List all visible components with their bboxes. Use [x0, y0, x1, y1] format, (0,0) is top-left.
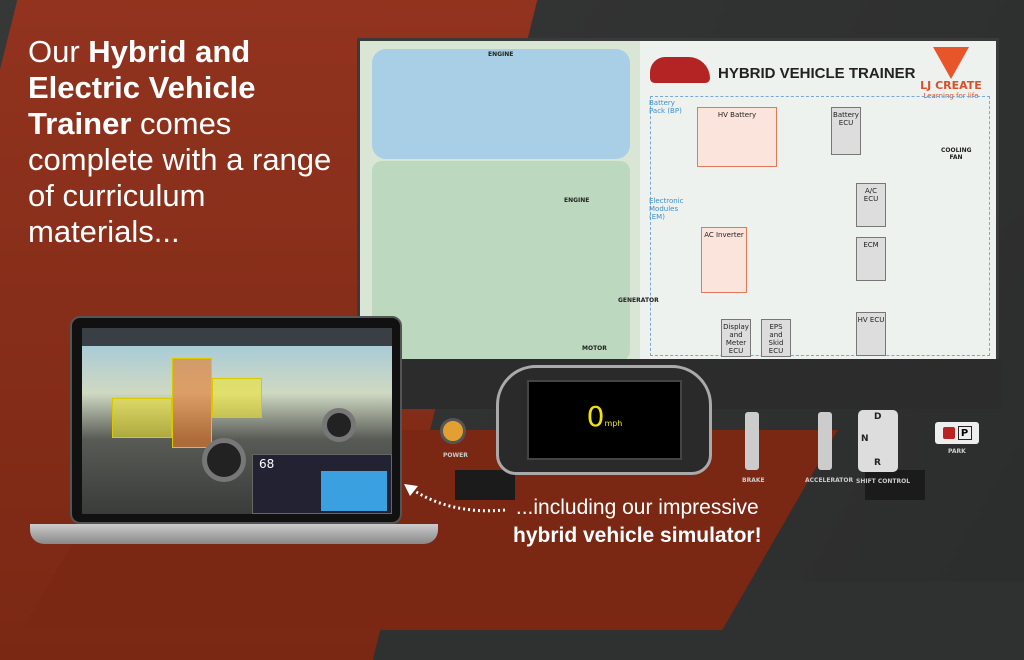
block-display-meter-ecu: Display and Meter ECU	[721, 319, 751, 357]
generator-label: GENERATOR	[618, 297, 659, 304]
park-key: P	[957, 426, 972, 440]
brake-label: BRAKE	[742, 477, 765, 484]
shift-label: SHIFT CONTROL	[856, 478, 911, 485]
engine-label: ENGINE	[488, 51, 514, 58]
battery-pack-label: Battery Pack (BP)	[649, 99, 682, 115]
gear-r: R	[874, 458, 881, 468]
dashboard-display: 0mph	[496, 365, 712, 475]
drivetrain-panel	[360, 41, 640, 409]
vehicle-layout	[372, 49, 630, 159]
laptop: 68	[70, 316, 402, 524]
motor-label: MOTOR	[582, 345, 607, 352]
highlight-block	[172, 358, 212, 448]
sim-speed: 68	[259, 457, 275, 471]
block-ecm: ECM	[856, 237, 886, 281]
lj-create-logo: LJ CREATE Learning for life	[916, 47, 986, 100]
laptop-base	[30, 524, 438, 544]
park-indicator	[942, 427, 955, 439]
logo-brand: LJ CREATE	[920, 79, 982, 92]
planetary-gear-layout	[372, 161, 630, 361]
simulator-dashboard: 68	[252, 454, 392, 514]
curved-arrow-icon	[404, 484, 506, 513]
highlight-block	[212, 378, 262, 418]
simulator-toolbar	[82, 328, 392, 346]
speed-readout: 0mph	[586, 400, 623, 433]
shift-lever[interactable]: D N R	[858, 410, 898, 472]
stand-left	[455, 470, 515, 500]
accelerator-slider[interactable]	[818, 412, 832, 470]
gear-d: D	[874, 412, 882, 422]
park-label: PARK	[948, 448, 966, 455]
power-label: POWER	[443, 452, 468, 459]
brake-slider[interactable]	[745, 412, 759, 470]
highlight-block	[112, 398, 172, 438]
block-ac-ecu: A/C ECU	[856, 183, 886, 227]
stand-right	[865, 470, 925, 500]
system-diagram: Battery Pack (BP) Electronic Modules (EM…	[649, 96, 990, 357]
wheel	[322, 408, 356, 442]
trainer-board: ENGINE ENGINE GENERATOR MOTOR HYBRID VEH…	[357, 38, 1002, 409]
simulator-screen: 68	[82, 328, 392, 514]
block-hv-battery: HV Battery	[697, 107, 777, 167]
sim-energy-panel	[321, 471, 387, 511]
block-battery-ecu: Battery ECU	[831, 107, 861, 155]
gear-n: N	[861, 434, 869, 444]
electronic-modules-label: Electronic Modules (EM)	[649, 197, 684, 221]
block-eps-skid-ecu: EPS and Skid ECU	[761, 319, 791, 357]
block-ac-inverter: AC Inverter	[701, 227, 747, 293]
accelerator-label: ACCELERATOR	[805, 477, 854, 484]
wheel	[202, 438, 246, 482]
car-image	[650, 57, 710, 83]
speedometer-screen: 0mph	[527, 380, 682, 460]
block-hv-ecu: HV ECU	[856, 312, 886, 356]
cooling-fan-label: COOLING FAN	[941, 147, 972, 161]
park-button[interactable]: P	[935, 422, 979, 444]
power-button[interactable]	[440, 418, 466, 444]
trainer-title: HYBRID VEHICLE TRAINER	[718, 65, 916, 82]
logo-shield-icon	[933, 47, 969, 79]
engine-label-lower: ENGINE	[564, 197, 590, 204]
headline: Our Hybrid and Electric Vehicle Trainer …	[28, 34, 332, 249]
